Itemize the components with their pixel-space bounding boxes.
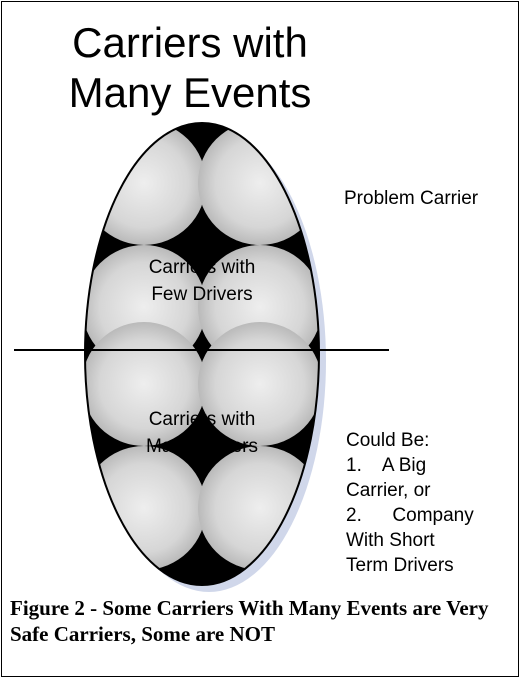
option-2-line-a: 2. Company bbox=[346, 503, 516, 528]
option-1-number: 1. bbox=[346, 453, 366, 478]
top-region-label-line1: Carriers with bbox=[149, 257, 256, 278]
top-region-label-line2: Few Drivers bbox=[151, 284, 252, 305]
option-1-line-a: 1. A Big bbox=[346, 453, 516, 478]
bottom-region-label-line1: Carriers with bbox=[149, 409, 256, 430]
problem-carrier-label: Problem Carrier bbox=[344, 186, 478, 211]
bottom-region-label-line2: Many Drivers bbox=[146, 436, 258, 457]
bubble-top-left bbox=[82, 121, 206, 245]
figure-caption: Figure 2 - Some Carriers With Many Event… bbox=[10, 595, 510, 647]
option-2-number: 2. bbox=[346, 503, 366, 528]
bubble-bottom-left bbox=[82, 446, 206, 570]
option-1-text-b: Carrier, or bbox=[346, 478, 516, 503]
option-2-text-c: Term Drivers bbox=[346, 553, 516, 578]
option-2-text-b: With Short bbox=[346, 528, 516, 553]
option-1-text-a: A Big bbox=[382, 455, 426, 476]
bubble-bottom-right bbox=[198, 446, 322, 570]
option-2-text-a: Company bbox=[392, 505, 473, 526]
could-be-heading: Could Be: bbox=[346, 428, 516, 453]
could-be-list: Could Be: 1. A Big Carrier, or 2. Compan… bbox=[346, 428, 516, 578]
